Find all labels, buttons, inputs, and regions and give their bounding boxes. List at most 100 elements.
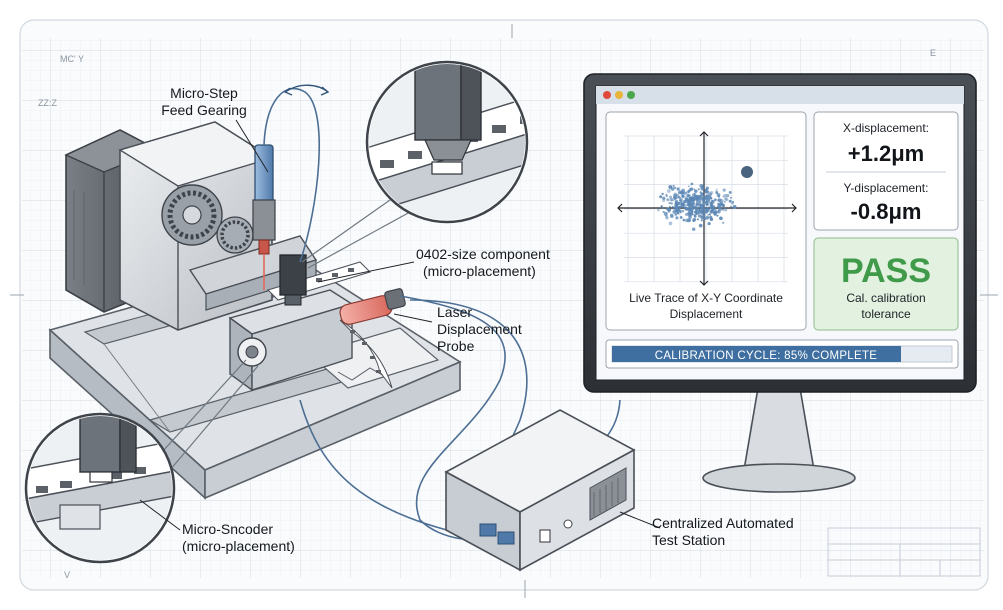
scatter-point	[684, 196, 689, 201]
scatter-point	[728, 190, 732, 194]
scatter-point	[731, 201, 734, 205]
scatter-point	[673, 197, 677, 200]
scatter-point	[728, 199, 732, 203]
scatter-point	[679, 197, 684, 202]
scatter-point	[688, 209, 692, 212]
scatter-point	[703, 214, 707, 217]
scatter-point	[675, 216, 679, 220]
window-close-dot[interactable]	[603, 91, 611, 99]
scatter-point	[694, 210, 699, 215]
x-displacement-label: X-displacement:	[843, 121, 929, 135]
scatter-point	[705, 201, 709, 205]
scatter-point	[720, 201, 724, 205]
scatter-point	[668, 221, 673, 226]
scatter-caption-line2: Displacement	[670, 307, 743, 321]
margin-mark-top-left: MC' Y	[60, 54, 84, 64]
scatter-point	[717, 205, 720, 208]
scatter-point	[671, 205, 674, 208]
callout-station-line2: Test Station	[652, 532, 725, 548]
scatter-point	[666, 198, 670, 202]
x-displacement-value: +1.2μm	[848, 141, 924, 166]
scatter-point	[718, 203, 721, 206]
scatter-point	[662, 210, 665, 213]
scatter-point	[683, 204, 687, 208]
scatter-point	[709, 203, 713, 207]
scatter-point	[704, 191, 707, 194]
scatter-point	[682, 199, 687, 204]
y-displacement-label: Y-displacement:	[844, 181, 929, 195]
scatter-point	[697, 214, 702, 218]
scatter-point	[680, 204, 685, 209]
margin-mark-left: ZZ:Z	[38, 98, 57, 108]
scatter-point	[662, 199, 666, 203]
margin-mark-bottom-left: V	[64, 570, 70, 580]
scatter-point	[710, 197, 713, 200]
scatter-point	[677, 195, 680, 199]
scatter-point	[693, 213, 696, 216]
scatter-point	[711, 199, 714, 202]
displacement-readout-panel	[813, 111, 959, 231]
magnifier-nozzle	[301, 60, 529, 269]
scatter-point	[670, 187, 675, 191]
scatter-point	[725, 193, 730, 198]
scatter-point	[690, 182, 694, 186]
scatter-point	[698, 195, 701, 198]
pass-panel	[813, 237, 959, 331]
window-minimize-dot[interactable]	[615, 91, 623, 99]
scatter-point	[665, 214, 668, 218]
scatter-point	[659, 195, 663, 199]
scatter-point	[692, 198, 696, 202]
test-station	[444, 409, 636, 572]
callout-encoder-line1: Micro-Sncoder	[182, 521, 273, 537]
callout-encoder-line2: (micro-placement)	[182, 538, 295, 554]
scatter-point	[677, 191, 681, 194]
scatter-point	[723, 194, 727, 198]
scatter-point	[697, 210, 702, 215]
scatter-point	[701, 185, 704, 189]
scatter-point	[699, 191, 702, 194]
scatter-point	[709, 191, 714, 195]
scatter-point	[687, 185, 690, 188]
scatter-point	[673, 192, 677, 197]
scatter-point	[670, 202, 673, 205]
scatter-point	[677, 209, 680, 213]
scatter-point	[667, 189, 671, 193]
scatter-point	[705, 216, 710, 220]
scatter-point	[705, 194, 710, 199]
scatter-point	[718, 198, 722, 202]
scatter-point	[667, 208, 672, 212]
scatter-point	[701, 207, 705, 211]
status-note-line2: tolerance	[861, 307, 911, 321]
scatter-point	[670, 199, 673, 202]
scatter-point	[714, 198, 717, 201]
scatter-point	[661, 192, 664, 196]
scatter-point	[719, 216, 723, 221]
scatter-point	[693, 188, 696, 191]
callout-laser-line1: Laser	[437, 304, 472, 320]
progress-text: CALIBRATION CYCLE: 85% COMPLETE	[655, 350, 878, 362]
callout-feed-gearing-line2: Feed Gearing	[161, 102, 247, 118]
scatter-point	[697, 188, 700, 191]
scatter-point	[713, 210, 718, 214]
scatter-point	[684, 206, 688, 210]
scatter-point	[663, 211, 668, 216]
scatter-point	[715, 191, 719, 195]
scatter-point	[679, 216, 683, 219]
monitor: Live Trace of X-Y Coordinate Displacemen…	[583, 73, 977, 493]
scatter-point	[663, 211, 666, 213]
scatter-point	[723, 200, 727, 203]
callout-leaders	[139, 119, 661, 531]
scatter-point	[657, 208, 660, 212]
scatter-point	[679, 211, 682, 214]
scatter-point	[707, 222, 711, 226]
scatter-point	[686, 193, 690, 197]
window-maximize-dot[interactable]	[627, 91, 635, 99]
callout-laser-line3: Probe	[437, 338, 475, 354]
progress-fill	[612, 346, 901, 362]
scatter-point	[681, 209, 685, 213]
scatter-point	[714, 207, 717, 211]
scatter-point	[698, 223, 703, 228]
scatter-point	[669, 195, 673, 199]
